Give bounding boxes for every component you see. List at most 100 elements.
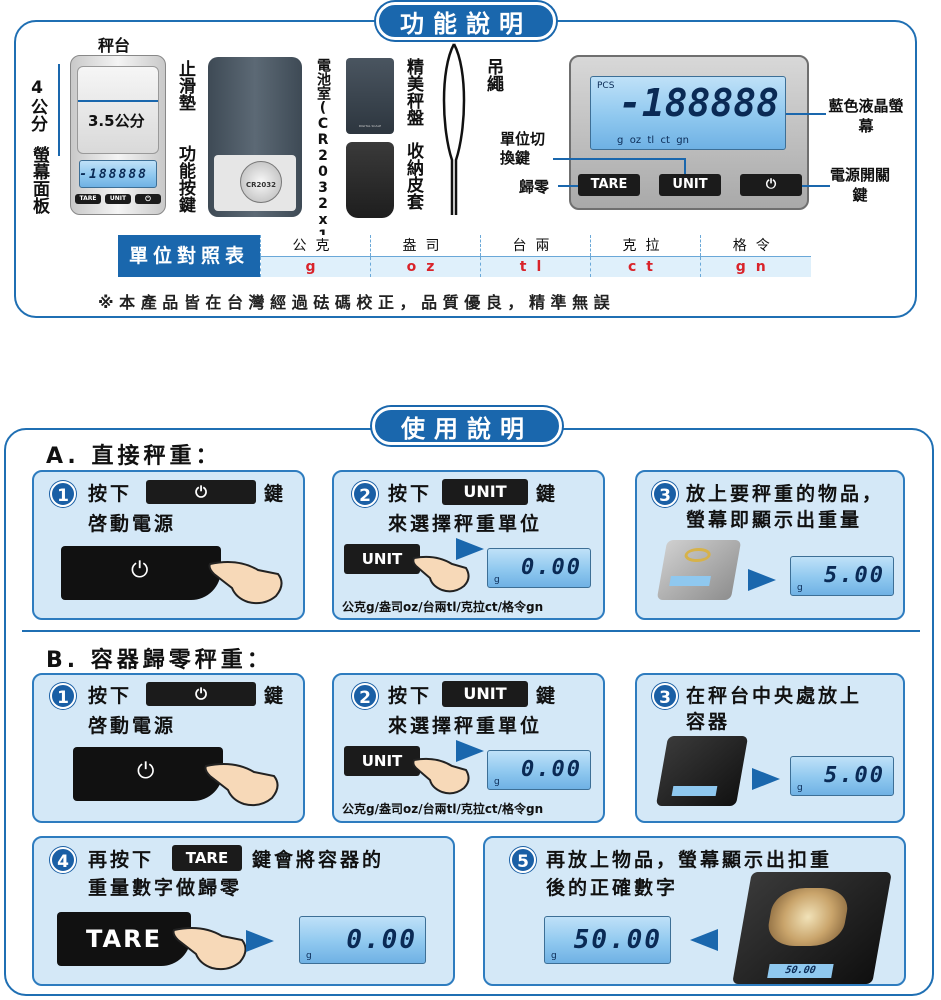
small-power-key[interactable]: ⏻ (135, 194, 161, 204)
unit-code: tl (480, 256, 591, 277)
unit-switch-leader-down (684, 158, 686, 174)
power-icon: ⏻ (131, 558, 149, 583)
a-step1-pointing-hand (208, 561, 283, 605)
a-step2-text-line2: 來選擇秤重單位 (388, 513, 543, 535)
battery-cell-label: CR2032 (245, 181, 276, 189)
b-step2-number: 2 (352, 683, 378, 709)
features-title: 功能說明 (376, 2, 556, 40)
b-step5-arrow (690, 929, 718, 951)
b-step3-number: 3 (652, 683, 678, 709)
lcd-leader (786, 113, 826, 115)
b-step4-big-tare-button[interactable]: TARE (57, 912, 191, 966)
a-step3-text-line1: 放上要秤重的物品， (686, 483, 885, 505)
a-step1-number: 1 (50, 481, 76, 507)
photo-lcd-value: 50.00 (784, 965, 817, 976)
nonslip-pad-label: 止滑墊 (175, 60, 195, 111)
height-dimension-line (58, 64, 60, 156)
a-step1-big-power-button[interactable]: ⏻ (61, 546, 221, 600)
battery-cell: CR2032 (240, 161, 282, 203)
b-step3-lcd-value: 5.00 (824, 763, 885, 788)
a-step3-lcd-unit: g (797, 583, 803, 593)
b-step4-text-line2: 重量數字做歸零 (88, 877, 243, 899)
scale-height-label: 4公分 (27, 78, 47, 132)
a-step2-pointing-hand (412, 555, 470, 593)
power-icon: ⏻ (137, 759, 155, 784)
b-step3-arrow (752, 768, 780, 790)
a-step2-text-a: 按下 (388, 483, 433, 505)
b-step4-arrow (246, 930, 274, 952)
big-lcd-units: g oz tl ct gn (617, 135, 689, 146)
b-step4-text-b: 鍵會將容器的 (252, 849, 385, 871)
big-lcd-pcs: PCS (597, 81, 615, 91)
b-step3-text-line1: 在秤台中央處放上 (686, 685, 863, 707)
function-keys-label: 功能按鍵 (175, 145, 195, 213)
a-step2-unit-key[interactable]: UNIT (442, 479, 528, 505)
unit-name: 盎司 (370, 235, 481, 257)
scale-back: CR2032 (208, 57, 302, 217)
b-step5-text-line2: 後的正確數字 (546, 877, 679, 899)
a-step2-units-note: 公克g/盎司oz/台兩tl/克拉ct/格令gn (342, 600, 544, 614)
leather-case (346, 142, 394, 218)
unit-name: 台兩 (480, 235, 591, 257)
tare-label: 歸零 (519, 178, 550, 196)
power-label: 電源開關鍵 (830, 166, 891, 204)
big-lcd-digits: -188888 (618, 81, 779, 125)
width-dimension-line (78, 100, 158, 102)
b-step4-pointing-hand (172, 927, 247, 971)
instructions-title: 使用說明 (372, 407, 562, 445)
b-step2-text-a: 按下 (388, 685, 433, 707)
section-b-heading: B. 容器歸零秤重： (46, 648, 273, 673)
unit-table-title: 單位對照表 (118, 235, 260, 277)
lanyard-label: 吊繩 (483, 58, 503, 92)
b-step2-pointing-hand (412, 757, 470, 795)
small-scale-platform (77, 66, 159, 154)
b-step4-big-tare-label: TARE (86, 925, 162, 953)
a-step3-arrow (748, 569, 776, 591)
b-step2-lcd-value: 0.00 (521, 757, 582, 782)
screen-panel-label: 螢幕面板 (29, 146, 49, 214)
a-step2-big-unit-key[interactable]: UNIT (344, 544, 420, 574)
b-step4-number: 4 (50, 847, 76, 873)
a-step1-power-key[interactable]: ⏻ (146, 480, 256, 504)
unit-name: 格令 (700, 235, 811, 257)
photo-lcd (669, 576, 711, 586)
b-step1-number: 1 (50, 683, 76, 709)
small-unit-key[interactable]: UNIT (105, 194, 131, 204)
a-step2-text-b: 鍵 (536, 483, 559, 505)
b-step1-text-line2: 啓動電源 (88, 715, 177, 737)
unit-table: 公克 盎司 台兩 克拉 格令 g oz tl ct gn (260, 235, 811, 277)
calibration-note: ※ 本 產 品 皆 在 台 灣 經 過 砝 碼 校 正 ， 品 質 優 良 ， … (98, 293, 610, 312)
b-step2-arrow (456, 740, 484, 762)
photo-lcd (671, 786, 718, 796)
a-step2-lcd-value: 0.00 (521, 555, 582, 580)
b-step4-tare-key[interactable]: TARE (172, 845, 242, 871)
b-step1-big-power-button[interactable]: ⏻ (73, 747, 223, 801)
unit-switch-leader (553, 158, 685, 160)
b-step1-pointing-hand (204, 763, 279, 807)
b-step1-power-key[interactable]: ⏻ (146, 682, 256, 706)
b-step2-units-note: 公克g/盎司oz/台兩tl/克拉ct/格令gn (342, 802, 544, 816)
lcd-label: 藍色液晶螢幕 (828, 97, 904, 135)
power-key[interactable]: ⏻ (740, 174, 802, 196)
b-step2-unit-key[interactable]: UNIT (442, 681, 528, 707)
unit-key[interactable]: UNIT (659, 174, 721, 196)
b-step2-text-b: 鍵 (536, 685, 559, 707)
unit-name: 公克 (260, 235, 371, 257)
section-divider (22, 630, 920, 632)
power-leader (802, 185, 830, 187)
b-step3-container-photo (655, 736, 749, 806)
b-step4-text-a: 再按下 (88, 849, 155, 871)
tare-key[interactable]: TARE (578, 174, 640, 196)
small-scale-lcd-value: -188888 (79, 167, 148, 182)
a-step1-text-a: 按下 (88, 483, 133, 505)
section-a-heading: A. 直接秤重： (46, 444, 222, 469)
small-tare-key[interactable]: TARE (75, 194, 101, 204)
b-step2-big-unit-key[interactable]: UNIT (344, 746, 420, 776)
tare-leader (558, 185, 578, 187)
small-scale-lcd: -188888 (79, 160, 157, 188)
b-step5-number: 5 (510, 847, 536, 873)
